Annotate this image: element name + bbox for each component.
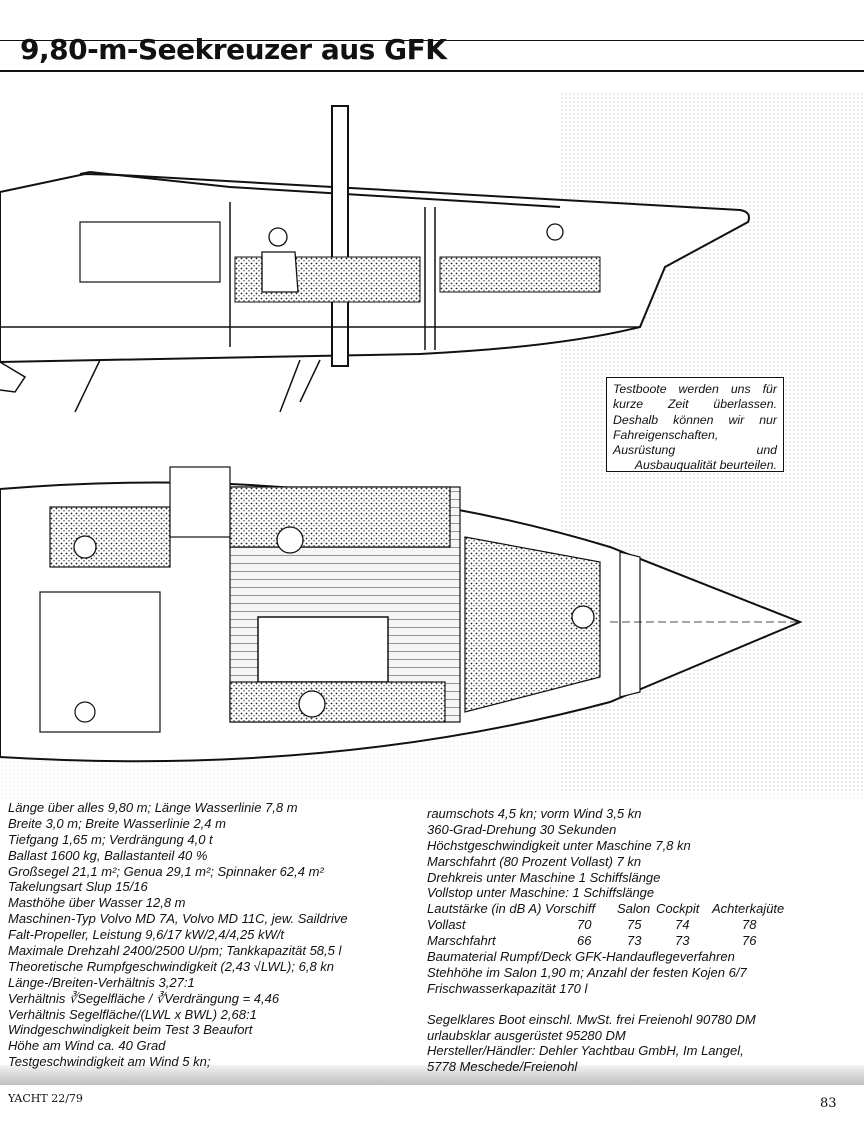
spec-line: Marschfahrt (80 Prozent Vollast) 7 kn [427, 853, 642, 869]
spec-line: 360-Grad-Drehung 30 Sekunden [427, 821, 617, 837]
title-rule [0, 70, 864, 72]
page-title: 9,80-m-Seekreuzer aus GFK [20, 33, 447, 66]
spec-line: Falt-Propeller, Leistung 9,6/17 kW/2,4/4… [8, 927, 285, 943]
spec-line: Verhältnis ∛Segelfläche / ∛Verdrängung =… [8, 990, 280, 1006]
noise-value: 66 [577, 933, 592, 949]
keel-strut [74, 359, 321, 413]
noise-row-label: Marschfahrt [427, 933, 496, 949]
spec-line: Maximale Drehzahl 2400/2500 U/pm; Tankka… [8, 943, 342, 959]
noise-row-label: Vollast [427, 917, 466, 933]
spec-line: Drehkreis unter Maschine 1 Schiffslänge [427, 869, 661, 885]
aft-cabin-berth [49, 506, 171, 568]
noise-value: 70 [577, 917, 592, 933]
spec-line: Vollstop unter Maschine: 1 Schiffslänge [427, 885, 655, 901]
saloon-table [257, 616, 389, 683]
anchor-locker [619, 551, 641, 698]
spec-line: Verhältnis Segelfläche/(LWL x BWL) 2,68:… [8, 1006, 257, 1022]
spec-line: Länge-/Breiten-Verhältnis 3,27:1 [8, 974, 195, 990]
galley-cabinet [79, 221, 221, 283]
port-settee [229, 486, 451, 548]
figure-top-2-head [298, 690, 326, 718]
spec-line: Stehhöhe im Salon 1,90 m; Anzahl der fes… [427, 964, 747, 980]
rudder [0, 361, 27, 393]
address-line: 5778 Meschede/Freienohl [427, 1059, 756, 1075]
aft-berth-cushion [439, 256, 601, 293]
figure-top-1-head [276, 526, 304, 554]
noise-value: 73 [675, 933, 690, 949]
cabin-top [79, 170, 561, 208]
noise-table-row: Vollast 70 75 74 78 [427, 917, 756, 933]
nav-table [169, 466, 231, 538]
starboard-settee [229, 681, 446, 723]
spacer [427, 997, 756, 1012]
spec-line: Frischwasserkapazität 170 l [427, 980, 588, 996]
boat-illustration [0, 92, 864, 800]
noise-value: 75 [627, 917, 642, 933]
spec-line: Länge über alles 9,80 m; Länge Wasserlin… [8, 800, 298, 815]
spec-line: Großsegel 21,1 m²; Genua 29,1 m²; Spinna… [8, 863, 324, 879]
test-boat-notice: Testboote werden uns für kurze Zeit über… [606, 377, 784, 472]
specs-column-left: Länge über alles 9,80 m; Länge Wasserlin… [8, 800, 348, 1070]
spec-line: Maschinen-Typ Volvo MD 7A, Volvo MD 11C,… [8, 911, 348, 927]
manufacturer-line: Hersteller/Händler: Dehler Yachtbau GmbH… [427, 1043, 744, 1059]
noise-header-aft-cabin: Achterkajüte [712, 901, 785, 917]
reclining-figure-head [546, 223, 564, 241]
noise-value: 73 [627, 933, 642, 949]
seated-figure-head [268, 227, 288, 247]
spec-line: Höchstgeschwindigkeit unter Maschine 7,8… [427, 837, 691, 853]
bottom-shading [0, 1065, 864, 1085]
side-profile-view [0, 105, 750, 413]
noise-table-header: Lautstärke (in dB A) Vorschiff Salon Coc… [427, 901, 784, 917]
noise-value: 76 [742, 933, 757, 949]
sink [74, 701, 96, 723]
plan-view [0, 466, 803, 763]
price-line: urlaubsklar ausgerüstet 95280 DM [427, 1027, 626, 1043]
seated-figure-body [261, 251, 299, 293]
magazine-issue: YACHT 22/79 [8, 1092, 83, 1105]
spec-line: Takelungsart Slup 15/16 [8, 879, 148, 895]
spec-line: raumschots 4,5 kn; vorm Wind 3,5 kn [427, 806, 642, 821]
noise-header-label: Lautstärke (in dB A) Vorschiff [427, 901, 596, 917]
spec-line: Windgeschwindigkeit beim Test 3 Beaufort [8, 1022, 253, 1038]
noise-value: 74 [675, 917, 690, 933]
price-line: Segelklares Boot einschl. MwSt. frei Fre… [427, 1011, 756, 1027]
spec-line: Tiefgang 1,65 m; Verdrängung 4,0 t [8, 831, 213, 847]
spec-line: Testgeschwindigkeit am Wind 5 kn; [8, 1054, 211, 1070]
noise-value: 78 [742, 917, 757, 933]
spec-line: Theoretische Rumpfgeschwindigkeit (2,43 … [8, 958, 335, 974]
top-rule-thin [0, 40, 864, 41]
spec-line: Höhe am Wind ca. 40 Grad [8, 1038, 166, 1054]
specs-column-right: raumschots 4,5 kn; vorm Wind 3,5 kn 360-… [427, 806, 784, 1075]
spec-line: Baumaterial Rumpf/Deck GFK-Handauflegeve… [427, 949, 735, 965]
spec-line: Ballast 1600 kg, Ballastanteil 40 % [8, 847, 208, 863]
forepeak-berth [464, 536, 601, 713]
spec-line: Masthöhe über Wasser 12,8 m [8, 895, 186, 911]
noise-header-cockpit: Cockpit [656, 901, 700, 917]
figure-top-4-head [571, 605, 595, 629]
page-number: 83 [820, 1096, 837, 1111]
noise-header-salon: Salon [617, 901, 651, 917]
galley [39, 591, 161, 733]
figure-top-3-head [73, 535, 97, 559]
noise-table-row: Marschfahrt 66 73 73 76 [427, 933, 756, 949]
spec-line: Breite 3,0 m; Breite Wasserlinie 2,4 m [8, 815, 226, 831]
